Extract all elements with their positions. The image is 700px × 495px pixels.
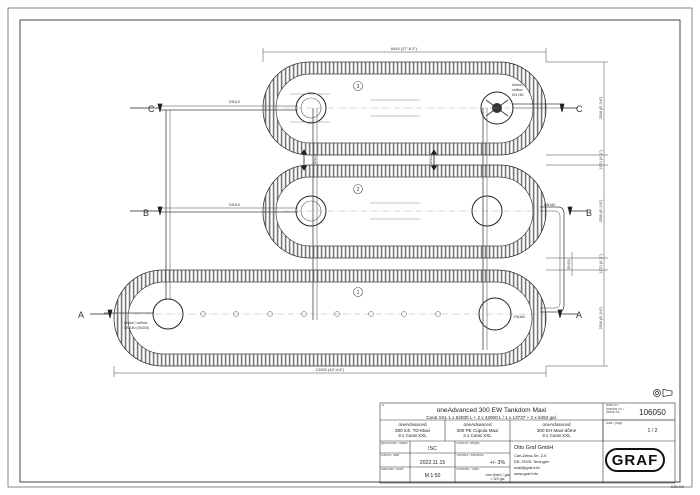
variant-1-line-3: 3 x Carat XXL: [398, 433, 427, 439]
drawing-no-label: Blatt-Nr. / drawing no. / dessin no.: [606, 404, 625, 415]
outflow-note-c-2: outflow: [512, 88, 523, 92]
sheet-number: 1 / 2: [647, 428, 658, 434]
graf-logo: GRAF: [605, 448, 665, 472]
dimension-bottom: 12920 (42'-4.6"): [316, 367, 345, 372]
section-letter-a-right: A: [576, 310, 582, 320]
drawn-value: ISC: [428, 446, 437, 452]
projection-symbol: [653, 389, 673, 397]
pipe-network: [104, 103, 565, 350]
pipe-label-b-left: DN110: [229, 203, 240, 207]
dimension-right-c: 2530 (8'-3.6"): [599, 96, 603, 119]
variant-1-line-2: 300 inh. TD-Maxi: [395, 427, 430, 433]
drawing-number: 106050: [639, 408, 666, 417]
title-block-header-mark: A: [382, 404, 385, 407]
tank-number-circle: [353, 81, 363, 91]
units-value: mm (inch) / gal = US gal: [485, 473, 510, 481]
company-address-2: DE-79331 Teningen: [514, 459, 550, 464]
outflow-note-a-2: DN 160 (DN200): [124, 326, 149, 330]
dimension-lines: [113, 48, 608, 377]
dimension-top: 8440 (27'-8.3"): [391, 46, 418, 51]
variant-3-line-3: 3 x Carat XXL: [542, 433, 571, 439]
connector-arrows: [300, 149, 438, 171]
title-block-grid: [379, 402, 676, 484]
section-markers: [90, 103, 588, 319]
outflow-note-a-1: Ablauf / outflow: [124, 321, 148, 325]
section-letter-c-left: C: [148, 104, 155, 114]
tank-1: 1: [112, 269, 548, 367]
tank-number-circle: [353, 287, 363, 297]
variant-column-3: oneAdvanced 300 EH Maxi-dôme 3 x Carat X…: [510, 422, 603, 439]
pipe-label-a-right: DN160: [514, 315, 525, 319]
sheet-format: DIN A3: [671, 484, 684, 489]
outer-frame: [7, 7, 693, 488]
units-label: Einheiten / units: [456, 468, 479, 471]
tolerance-value: +/- 3%: [489, 460, 506, 466]
drawing-subtitle: Carat XXL 1 x 52000 L + 2 x 32000 L / 1 …: [426, 414, 557, 420]
pipe-label-c-left: DN110: [229, 100, 240, 104]
tolerance-label: Toleranz / tolerance: [456, 454, 484, 457]
company-address-1: Carl-Zeiss-Str. 2-6: [514, 453, 547, 458]
variant-2-line-1: oneAdvanced: [463, 422, 492, 427]
weight-label: Gewicht / weight: [456, 442, 480, 445]
variant-3-line-2: 300 EH Maxi-dôme: [536, 427, 577, 433]
tank-number-2: 2: [357, 187, 360, 193]
company-web: www.graf.info: [514, 471, 539, 476]
drawing-title: oneAdvanced 300 EW Tankdom Maxi: [436, 407, 547, 414]
variant-2-line-2: 300 PE Cúpula Maxi: [456, 427, 499, 433]
section-letter-c-right: C: [576, 104, 583, 114]
tank-number-1: 1: [357, 290, 360, 296]
date-label: Datum / date: [381, 454, 400, 457]
variant-column-1: oneAdvanced 300 inh. TD-Maxi 3 x Carat X…: [380, 422, 445, 439]
variant-2-line-3: 3 x Carat XXL: [463, 433, 492, 439]
scale-value: M 1:50: [424, 473, 441, 479]
dimension-right-b: 2530 (8'-3.6"): [599, 199, 603, 222]
section-letter-b-right: B: [586, 208, 592, 218]
pipe-label-b-right: DN160: [544, 203, 555, 207]
outflow-note-c-3: DN 160: [512, 93, 524, 97]
dimension-right-a: 2530 (8'-3.6"): [599, 306, 603, 329]
outflow-note-c-1: Ablauf /: [512, 83, 524, 87]
dimension-mid-dn: DN150: [567, 259, 571, 270]
title-block: A oneAdvanced 300 EW Tankdom Maxi Carat …: [380, 403, 675, 483]
tank-3: 3: [262, 61, 548, 156]
drawn-label: gezeichnet / drawn: [381, 442, 408, 445]
section-letter-b-left: B: [143, 208, 149, 218]
dimension-right-ba: 1270 (4'-2"): [599, 253, 603, 273]
tank-number-circle: [353, 184, 363, 194]
pipe-label-connector-1: DN110: [313, 154, 317, 164]
tank-2: 2: [262, 164, 548, 259]
variant-3-line-1: oneAdvanced: [542, 422, 571, 427]
section-letter-a-left: A: [78, 310, 84, 320]
variant-column-2: oneAdvanced 300 PE Cúpula Maxi 3 x Carat…: [445, 422, 510, 439]
sheet-label: Blatt / page: [606, 422, 623, 425]
dimension-right-cb: 1270 (4'-2"): [599, 149, 603, 169]
company-email: mail@graf.info: [514, 465, 540, 470]
variant-1-line-1: oneAdvanced: [398, 422, 427, 427]
pipe-label-connector-2: DN110: [429, 154, 433, 164]
tank-number-3: 3: [357, 84, 360, 90]
date-value: 2022.11.15: [419, 460, 446, 466]
scale-label: Maßstab / scale: [381, 468, 404, 471]
company-name: Otto Graf GmbH: [514, 445, 554, 451]
inner-frame: [19, 19, 681, 483]
